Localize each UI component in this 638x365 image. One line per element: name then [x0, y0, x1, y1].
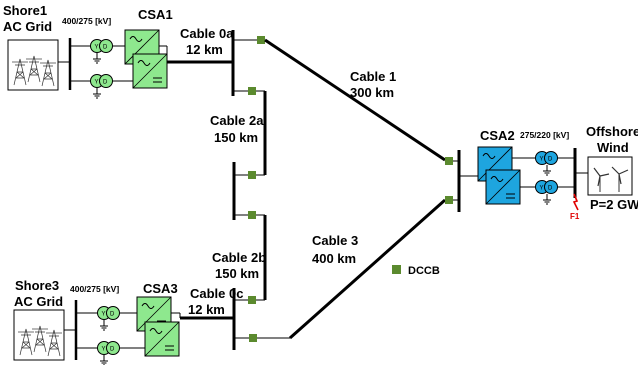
shore3-grid-icon: [13, 309, 65, 361]
csa1-label: CSA1: [138, 7, 173, 22]
dccb-breaker: [257, 36, 265, 44]
offshore-station: CSA2 275/220 [kV] F1 Offshore Wind P=2 G…: [445, 124, 638, 221]
cable-0c-name: Cable 0c: [190, 286, 243, 301]
shore1-voltage: 400/275 [kV]: [62, 16, 111, 26]
cable-2b-name: Cable 2b: [212, 250, 266, 265]
shore3-title: Shore3: [15, 278, 59, 293]
cable-3-name: Cable 3: [312, 233, 358, 248]
cable-1-line: [264, 38, 446, 162]
cable-1-length: 300 km: [350, 85, 394, 100]
shore3-voltage: 400/275 [kV]: [70, 284, 119, 294]
legend-dccb-swatch: [392, 265, 401, 274]
legend-dccb-label: DCCB: [408, 265, 440, 277]
cable-2b-length: 150 km: [215, 266, 259, 281]
cable-3-length: 400 km: [312, 251, 356, 266]
shore3-transformer-1-icon: [97, 306, 120, 320]
csa3-label: CSA3: [143, 281, 178, 296]
shore3-transformer-2-icon: [97, 341, 120, 355]
shore1-subtitle: AC Grid: [3, 19, 52, 34]
csa3-converter-2-icon: [144, 321, 180, 357]
csa2-converter-2-icon: [485, 169, 521, 205]
dccb-breaker: [248, 211, 256, 219]
offshore-power: P=2 GW: [590, 197, 638, 212]
dccb-breaker: [248, 296, 256, 304]
shore1-grid-icon: [7, 39, 59, 91]
dccb-breaker: [249, 334, 257, 342]
shore3-station: Shore3 AC Grid 400/275 [kV] CSA3: [13, 278, 181, 365]
dccb-breaker: [248, 171, 256, 179]
shore1-transformer-2-icon: [90, 74, 113, 88]
fault-icon: [572, 193, 579, 211]
shore3-subtitle: AC Grid: [14, 294, 63, 309]
dccb-breaker: [445, 196, 453, 204]
offshore-transformer-2-icon: [535, 180, 558, 194]
shore1-transformer-1-icon: [90, 39, 113, 53]
cable-1-name: Cable 1: [350, 69, 396, 84]
cable-0a-length: 12 km: [186, 42, 223, 57]
cable-3-line: [289, 198, 446, 340]
fault-label: F1: [570, 212, 580, 221]
shore1-station: Shore1 AC Grid 400/275 [kV] CSA1: [3, 3, 173, 99]
cable-0a-name: Cable 0a: [180, 26, 234, 41]
csa2-label: CSA2: [480, 128, 515, 143]
offshore-transformer-1-icon: [535, 151, 558, 165]
wind-turbine-icon: [587, 156, 633, 196]
dccb-breaker: [248, 87, 256, 95]
csa1-converter-2-icon: [132, 53, 168, 89]
cable-2a-length: 150 km: [214, 130, 258, 145]
legend: DCCB: [392, 265, 440, 277]
dccb-breaker: [445, 157, 453, 165]
offshore-title: Offshore: [586, 124, 638, 139]
offshore-subtitle: Wind: [597, 140, 629, 155]
cable-0c-length: 12 km: [188, 302, 225, 317]
offshore-voltage: 275/220 [kV]: [520, 130, 569, 140]
cable-2a-name: Cable 2a: [210, 113, 264, 128]
shore1-title: Shore1: [3, 3, 47, 18]
